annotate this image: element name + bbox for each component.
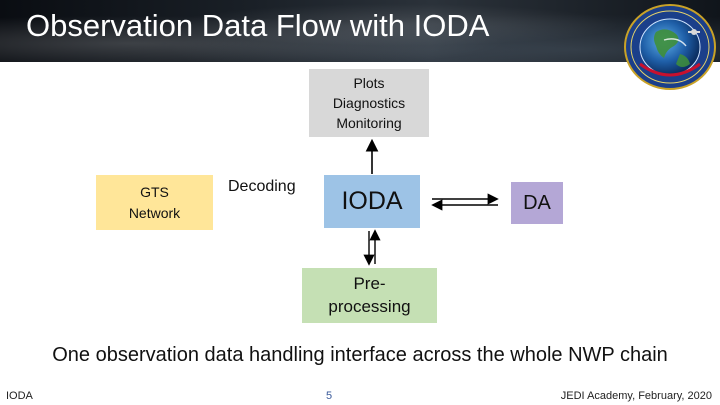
footer-left: IODA — [6, 390, 33, 402]
title-banner: Observation Data Flow with IODA — [0, 0, 720, 62]
da-label: DA — [523, 191, 551, 214]
preprocessing-box: Pre- processing — [302, 268, 437, 323]
gts-network-box: GTS Network — [96, 175, 213, 230]
preprocessing-label: Pre- processing — [328, 273, 411, 316]
gts-network-label: GTS Network — [128, 183, 181, 221]
decoding-label: Decoding — [228, 178, 296, 195]
slide-subtitle: One observation data handling interface … — [52, 344, 668, 366]
plots-diagnostics-label: Plots Diagnostics Monitoring — [332, 74, 406, 132]
jcsda-logo-icon — [624, 4, 716, 90]
page-number: 5 — [326, 390, 333, 402]
plots-diagnostics-box: Plots Diagnostics Monitoring — [309, 69, 429, 137]
ioda-label: IODA — [341, 187, 403, 215]
ioda-box: IODA — [324, 175, 420, 228]
page-title: Observation Data Flow with IODA — [26, 8, 490, 43]
footer-right: JEDI Academy, February, 2020 — [560, 390, 712, 402]
da-box: DA — [511, 182, 563, 224]
